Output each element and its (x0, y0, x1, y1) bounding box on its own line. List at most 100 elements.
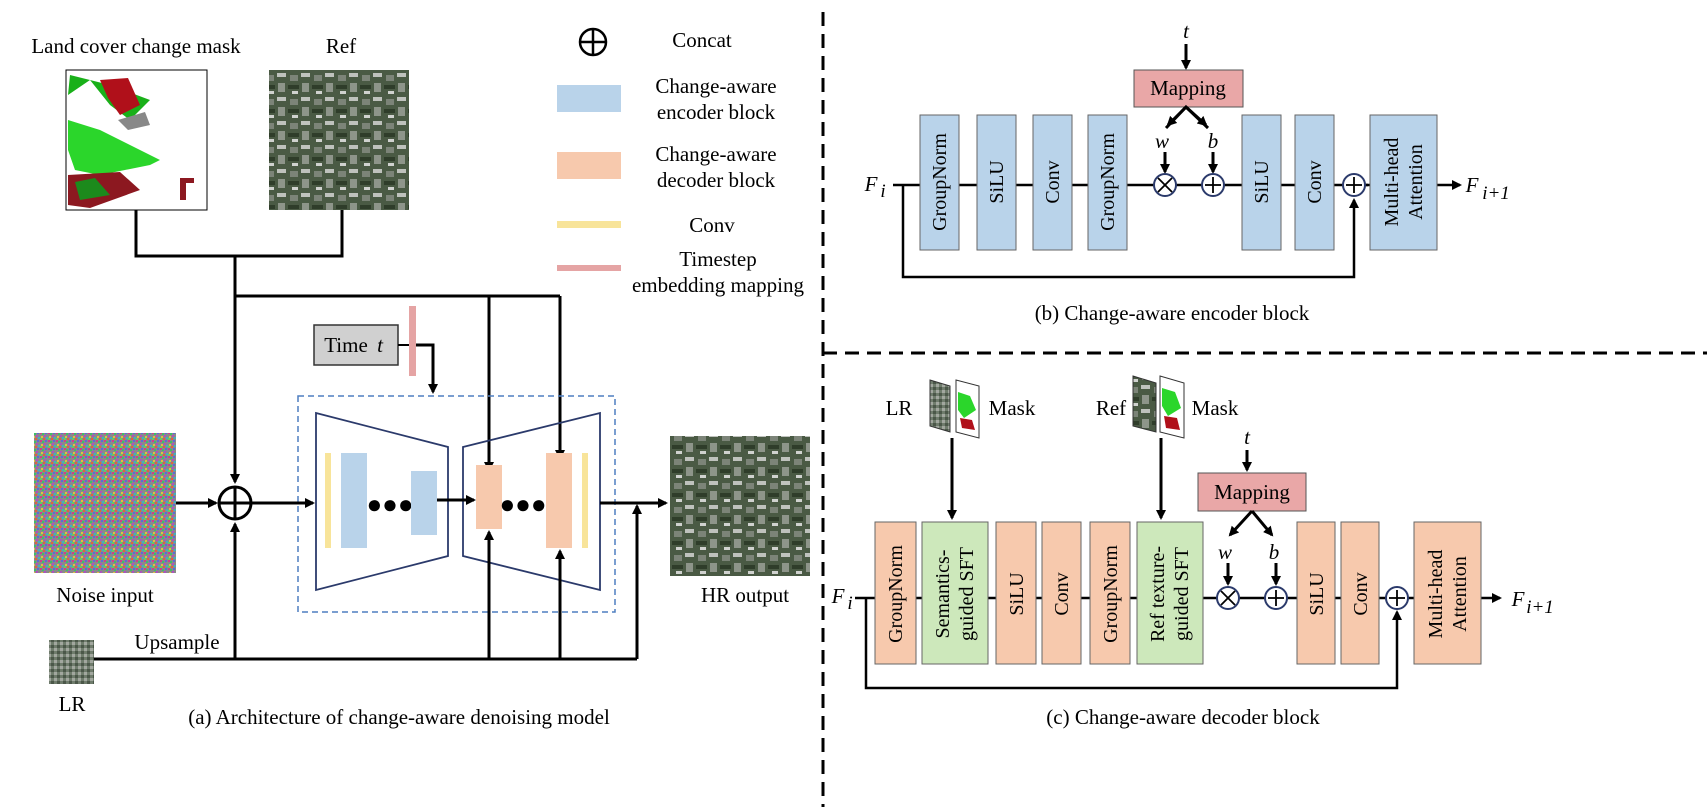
b-attn-line1: Multi-head (1381, 138, 1403, 227)
b-attn-line2: Attention (1405, 144, 1427, 220)
c-groupnorm1: GroupNorm (885, 545, 907, 643)
panel-c-fout-sub: i+1 (1526, 597, 1554, 618)
panel-a: Land cover change mask Ref (31, 34, 810, 729)
decoder-block-1 (476, 465, 502, 529)
c-attn-line2: Attention (1449, 556, 1471, 632)
upsample-label: Upsample (134, 630, 219, 654)
panel-c-ref: Ref (1096, 396, 1126, 420)
lr-label: LR (59, 692, 86, 716)
land-cover-mask-image (65, 69, 208, 211)
panel-b-mapping-box (1133, 69, 1244, 108)
panel-b-w: w (1155, 129, 1169, 153)
c-silu1: SiLU (1006, 572, 1028, 616)
panel-b-b: b (1208, 129, 1219, 153)
b-silu1: SiLU (986, 160, 1008, 204)
b-conv1: Conv (1042, 160, 1064, 203)
panel-c-w: w (1218, 540, 1232, 564)
conv-bar-in (325, 453, 331, 548)
time-label: Time (324, 333, 368, 357)
panel-c-mapping: Mapping (1214, 480, 1290, 504)
legend-encoder-line2: encoder block (657, 100, 776, 124)
c-sem-line2: guided SFT (956, 547, 978, 641)
panel-c-fin-sub: i (847, 593, 852, 614)
panel-b-fin: F (864, 172, 878, 196)
panel-c-fin: F (831, 584, 845, 608)
b-groupnorm2: GroupNorm (1097, 133, 1119, 231)
c-conv2: Conv (1350, 572, 1372, 615)
noise-image (34, 433, 176, 573)
panel-c-lr: LR (886, 396, 913, 420)
legend-decoder-swatch (557, 152, 621, 179)
legend-encoder-line1: Change-aware (655, 74, 776, 98)
encoder-ellipsis: ●●● (366, 490, 413, 519)
legend-concat: Concat (672, 28, 732, 52)
decoder-block-2 (546, 453, 572, 548)
c-ref-line1: Ref texture- (1147, 546, 1169, 642)
legend: Concat Change-aware encoder block Change… (557, 27, 805, 297)
panel-c-t: t (1244, 425, 1251, 449)
panel-c-ref-thumb (1132, 375, 1157, 433)
concat-node (217, 485, 253, 521)
panel-b-blocks: GroupNorm SiLU Conv GroupNorm SiLU Conv … (919, 114, 1438, 251)
noise-label: Noise input (56, 583, 154, 607)
b-silu2: SiLU (1251, 160, 1273, 204)
timestep-embedding-bar (409, 306, 416, 376)
upsample-connectors (94, 504, 642, 661)
panel-a-caption: (a) Architecture of change-aware denoisi… (188, 705, 610, 729)
legend-conv: Conv (689, 213, 735, 237)
panel-c-mapping-box (1197, 472, 1307, 512)
panel-b-add-node (1201, 173, 1225, 197)
time-t-box: Time t (313, 324, 399, 366)
legend-decoder-line2: decoder block (657, 168, 776, 192)
ref-image (269, 70, 409, 210)
panel-b-multiply-node (1153, 173, 1177, 197)
hr-output-label: HR output (701, 583, 789, 607)
panel-b-fin-sub: i (880, 181, 885, 202)
panel-c-mask2: Mask (1192, 396, 1239, 420)
panel-b-fout-sub: i+1 (1482, 183, 1510, 204)
b-groupnorm1: GroupNorm (929, 133, 951, 231)
legend-timestep-line1: Timestep (679, 247, 756, 271)
panel-b-mapping: Mapping (1150, 76, 1226, 100)
encoder-trapezoid (315, 411, 449, 592)
panel-c-blocks: GroupNorm Semantics- guided SFT SiLU Con… (874, 521, 1482, 665)
panel-c-residual-add-node (1385, 586, 1409, 610)
mask-label: Land cover change mask (31, 34, 241, 58)
panel-c: LR Mask Ref Mask t Mapping w b F i F i+1 (831, 375, 1554, 729)
input-connectors (134, 210, 565, 484)
hr-output-image (670, 436, 810, 576)
panel-b-t: t (1183, 19, 1190, 43)
time-var: t (377, 333, 384, 357)
lr-image (49, 640, 94, 684)
c-conv1: Conv (1051, 572, 1073, 615)
panel-c-lr-thumb (929, 379, 951, 433)
c-groupnorm2: GroupNorm (1100, 545, 1122, 643)
ref-label: Ref (326, 34, 356, 58)
decoder-ellipsis: ●●● (499, 490, 546, 519)
panel-c-b: b (1269, 540, 1280, 564)
panel-c-mask1: Mask (989, 396, 1036, 420)
panel-b-caption: (b) Change-aware encoder block (1035, 301, 1310, 325)
panel-b-residual-add-node (1342, 173, 1366, 197)
panel-b-fout: F (1465, 173, 1479, 197)
decoder-trapezoid (462, 411, 601, 592)
legend-timestep-swatch (557, 265, 621, 271)
panel-c-multiply-node (1216, 586, 1240, 610)
concat-legend-icon (578, 27, 608, 57)
panel-c-fout: F (1511, 587, 1525, 611)
encoder-block-2 (411, 471, 437, 535)
b-conv2: Conv (1304, 160, 1326, 203)
legend-timestep-line2: embedding mapping (632, 273, 805, 297)
panel-b: t Mapping w b F i F i+1 GroupNorm SiLU C… (864, 19, 1510, 325)
legend-encoder-swatch (557, 85, 621, 112)
legend-decoder-line1: Change-aware (655, 142, 776, 166)
c-attn-line1: Multi-head (1425, 550, 1447, 639)
legend-conv-swatch (557, 221, 621, 228)
c-ref-line2: guided SFT (1171, 547, 1193, 641)
conv-bar-out (582, 453, 588, 548)
encoder-block-1 (341, 453, 367, 548)
panel-c-caption: (c) Change-aware decoder block (1046, 705, 1320, 729)
panel-c-add-node (1264, 586, 1288, 610)
c-sem-line1: Semantics- (932, 550, 954, 639)
